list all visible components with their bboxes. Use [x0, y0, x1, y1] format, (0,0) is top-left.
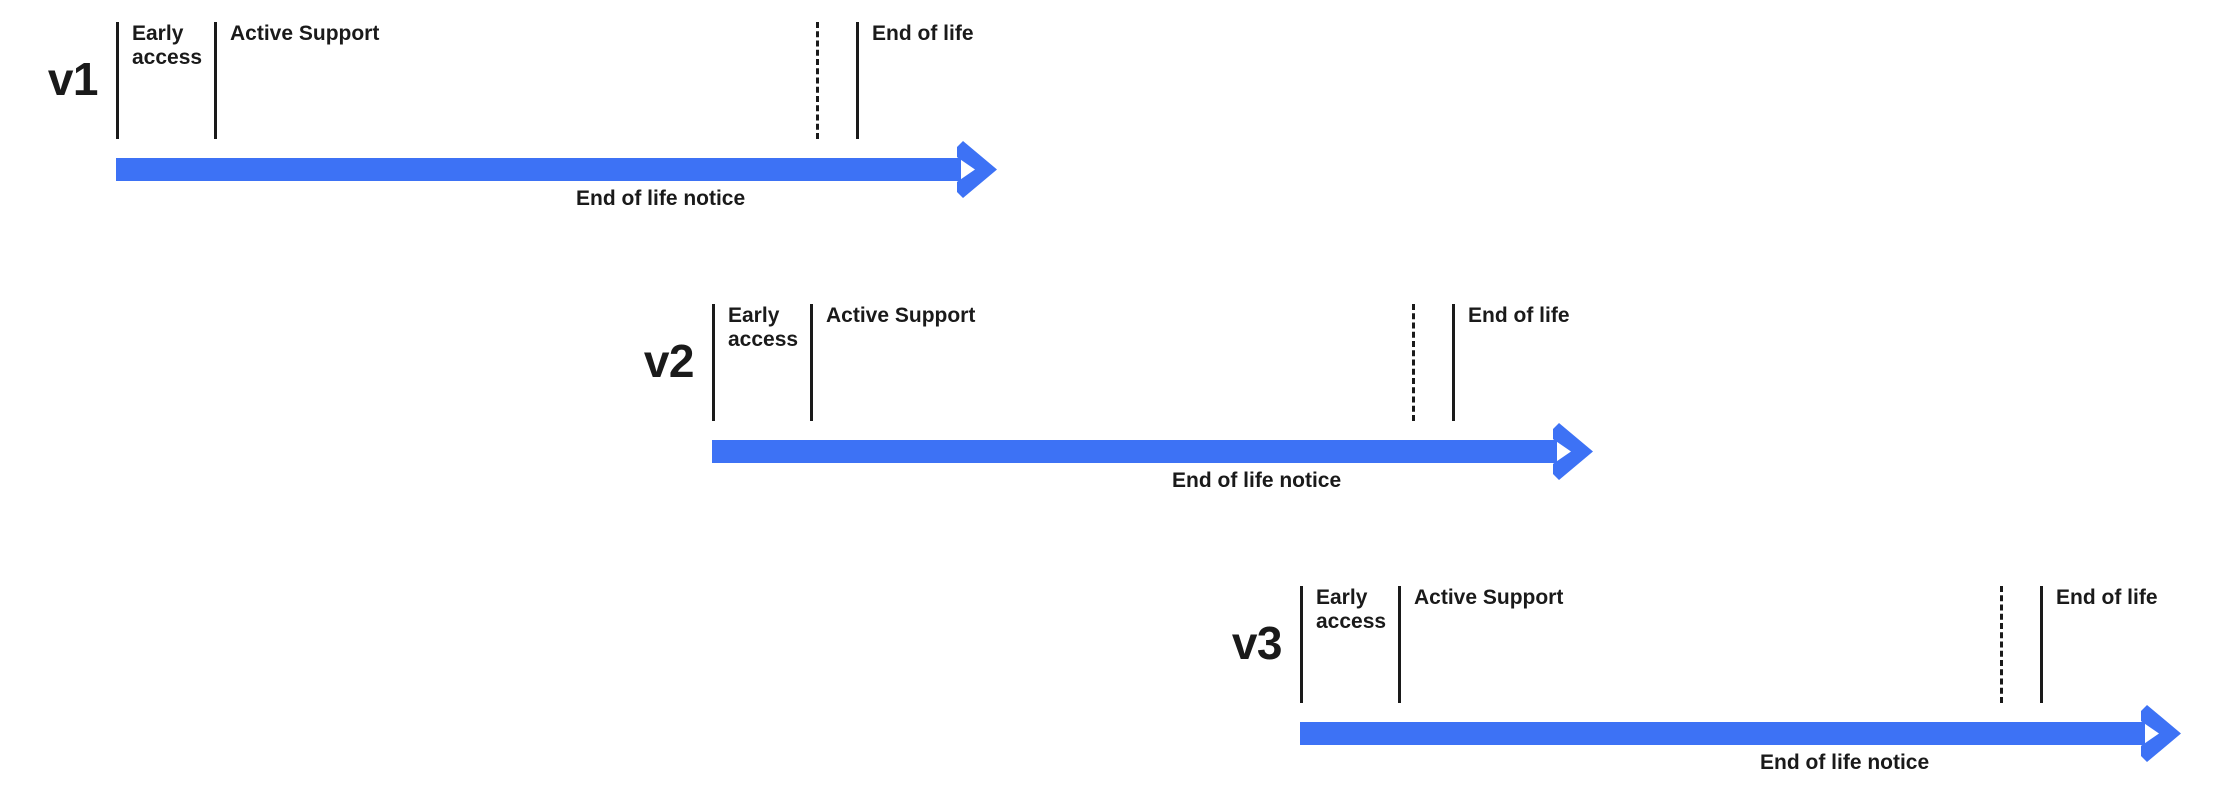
phase-label-v3-1: Active Support	[1414, 586, 1564, 609]
phase-divider-v3-2	[2040, 586, 2043, 703]
phase-label-v1-2: End of life	[872, 22, 974, 45]
phase-label-v3-0: Early access	[1316, 586, 1387, 633]
phase-divider-v1-0	[116, 22, 119, 139]
phase-divider-v3-1	[1398, 586, 1401, 703]
phase-label-v2-0: Early access	[728, 304, 799, 351]
eol-notice-marker-v3	[2000, 586, 2003, 703]
eol-notice-label-v2: End of life notice	[1172, 469, 1342, 492]
version-label-v2: v2	[643, 335, 695, 387]
phase-divider-v2-0	[712, 304, 715, 421]
phase-divider-v3-0	[1300, 586, 1303, 703]
version-label-v3: v3	[1231, 617, 1283, 669]
phase-divider-v1-2	[856, 22, 859, 139]
phase-label-v1-0: Early access	[132, 22, 203, 69]
eol-notice-label-v1: End of life notice	[576, 187, 746, 210]
timeline-bar-v2	[712, 440, 1557, 463]
phase-label-v3-2: End of life	[2056, 586, 2158, 609]
phase-divider-v2-2	[1452, 304, 1455, 421]
phase-label-v2-2: End of life	[1468, 304, 1570, 327]
phase-divider-v2-1	[810, 304, 813, 421]
timeline-arrow-icon-v3	[2141, 703, 2183, 765]
timeline-bar-wrap-v1: End of life notice	[116, 139, 1007, 210]
timeline-bar-wrap-v3: End of life notice	[1300, 703, 2191, 774]
phase-label-v2-1: Active Support	[826, 304, 976, 327]
timeline-bar-v1	[116, 158, 961, 181]
eol-notice-marker-v1	[816, 22, 819, 139]
phase-divider-v1-1	[214, 22, 217, 139]
version-label-v1: v1	[47, 53, 99, 105]
eol-notice-marker-v2	[1412, 304, 1415, 421]
timeline-bar-v3	[1300, 722, 2145, 745]
timeline-bar-wrap-v2: End of life notice	[712, 421, 1603, 492]
timeline-arrow-icon-v1	[957, 139, 999, 201]
timeline-arrow-icon-v2	[1553, 421, 1595, 483]
phase-label-v1-1: Active Support	[230, 22, 380, 45]
eol-notice-label-v3: End of life notice	[1760, 751, 1930, 774]
